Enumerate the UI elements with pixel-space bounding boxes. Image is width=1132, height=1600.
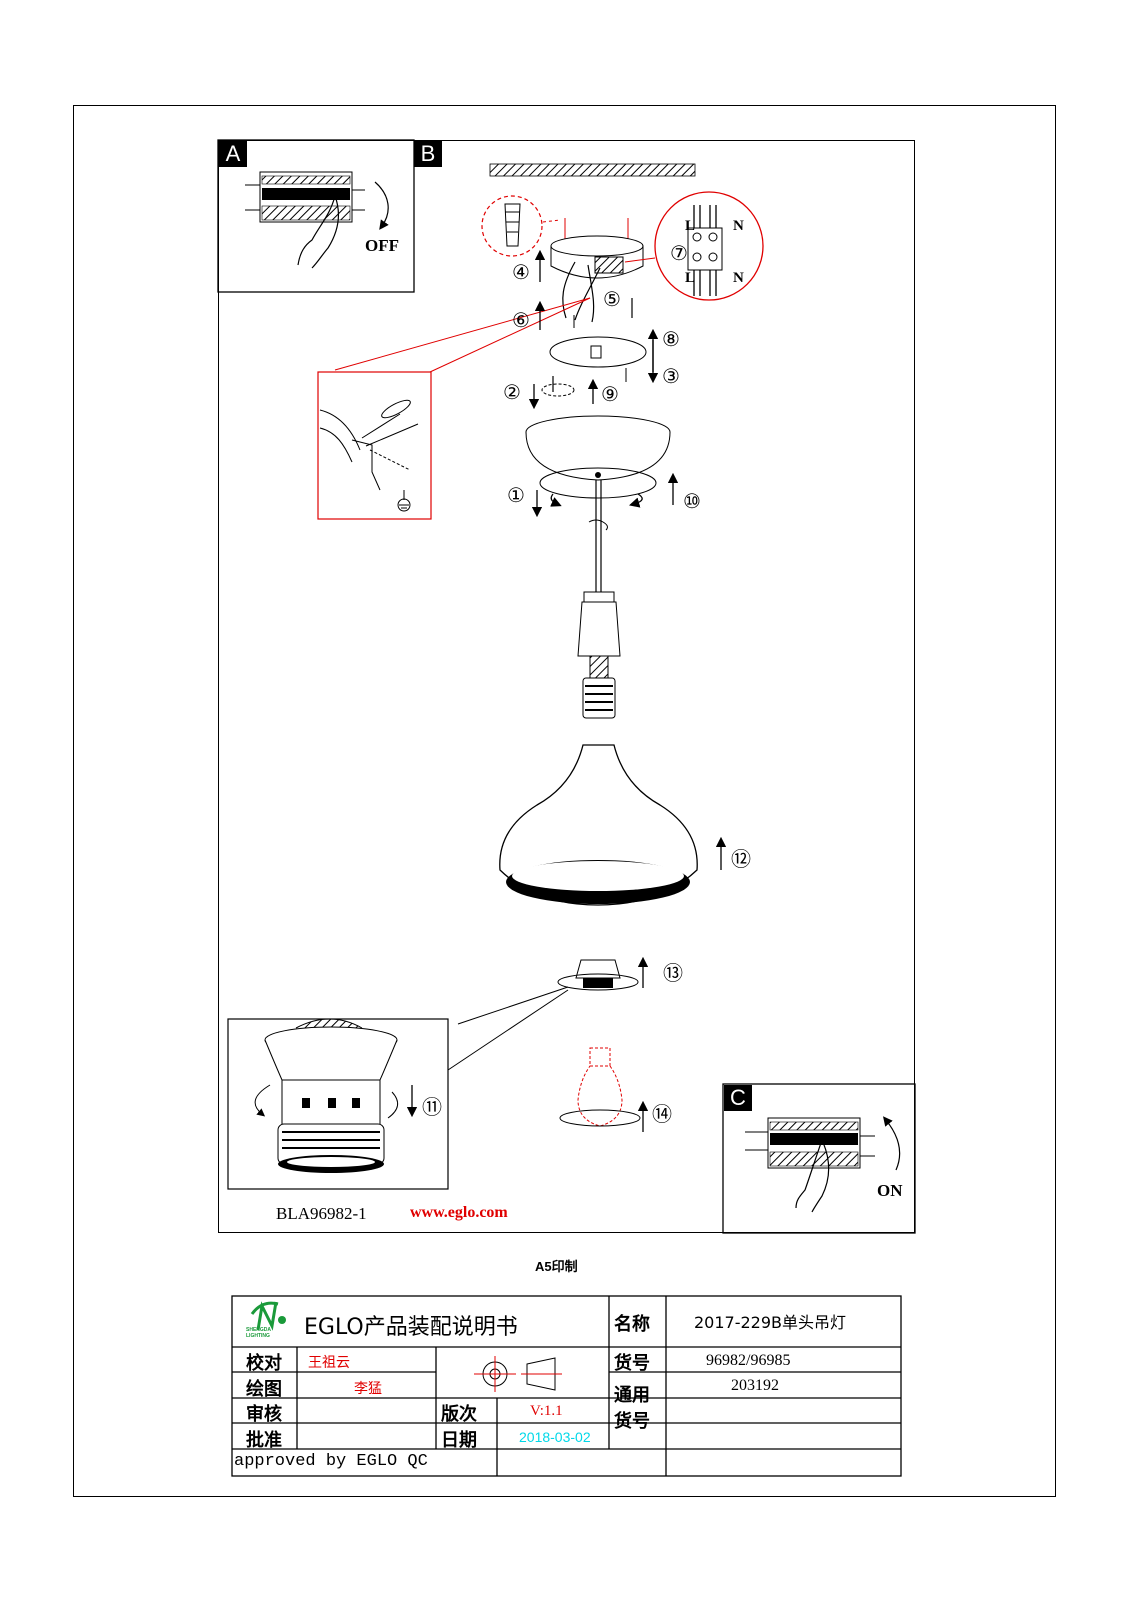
item-value: 96982/96985 [706, 1352, 791, 1369]
step-8: ⑧ [662, 327, 680, 351]
projection-symbol [474, 1356, 562, 1392]
item-label: 货号 [614, 1353, 650, 1374]
step-3: ③ [662, 364, 680, 388]
lamp-socket [582, 655, 616, 719]
wire-l-top: L [685, 218, 696, 234]
mounting-plate [549, 315, 647, 382]
step-2: ② [503, 380, 521, 404]
wall-plug-callout [481, 195, 561, 257]
breaker-off-illustration [245, 171, 389, 269]
step-arrows [406, 249, 727, 1132]
panel-b-label: B [414, 141, 442, 167]
off-label: OFF [365, 236, 399, 255]
version-label: 版次 [441, 1404, 477, 1425]
step-9: ⑨ [601, 382, 619, 406]
shade-ring [557, 959, 639, 991]
drawn-label: 绘图 [246, 1379, 282, 1400]
breaker-on-illustration [745, 1116, 901, 1213]
step-13: ⑬ [663, 961, 683, 985]
shade-ring-detail [227, 1018, 449, 1190]
ceiling-canopy [550, 235, 644, 279]
wire [587, 264, 595, 323]
panel-c [722, 1083, 916, 1234]
step-4: ④ [512, 260, 530, 284]
date-value: 2018-03-02 [519, 1429, 591, 1445]
step-1: ① [507, 483, 525, 507]
wire-n-bottom: N [733, 270, 744, 286]
approve-label: 批准 [246, 1430, 282, 1451]
cord-cover [577, 591, 621, 657]
proof-label: 校对 [246, 1353, 282, 1374]
review-label: 审核 [246, 1404, 282, 1425]
wire [574, 267, 601, 321]
step-11: ⑪ [422, 1095, 442, 1119]
common-item-label: 通用货号 [614, 1385, 650, 1432]
step-12: ⑫ [731, 847, 751, 871]
title-block-grid [231, 1295, 902, 1477]
wire [562, 261, 576, 319]
lamp-shade [499, 744, 698, 906]
on-label: ON [877, 1181, 903, 1200]
light-bulb [559, 1047, 641, 1127]
name-label: 名称 [614, 1314, 650, 1335]
panel-a-label: A [219, 141, 247, 167]
step-5: ⑤ [603, 287, 621, 311]
ceiling [489, 163, 696, 177]
wire-n-top: N [733, 218, 744, 234]
terminal-callout [624, 191, 764, 301]
drawing-code: BLA96982-1 [276, 1204, 367, 1223]
step-14: ⑭ [652, 1102, 672, 1126]
date-label: 日期 [441, 1430, 477, 1451]
wire-l-bottom: L [685, 270, 696, 286]
sheet-border [73, 105, 1056, 1497]
step-10: ⑩ [683, 489, 701, 513]
print-note: A5印制 [535, 1259, 578, 1274]
step-6: ⑥ [512, 308, 530, 332]
leader-line [457, 986, 569, 1025]
wire-strip-callout [317, 371, 432, 520]
common-item-value: 203192 [731, 1377, 779, 1394]
shengda-logo [250, 1301, 286, 1331]
leader-line [429, 297, 591, 373]
doc-title: EGLO产品装配说明书 [304, 1315, 518, 1340]
panel-c-label: C [724, 1085, 752, 1111]
drawn-value: 李猛 [354, 1381, 382, 1397]
website-link[interactable]: www.eglo.com [410, 1204, 508, 1221]
panel-a [217, 139, 415, 293]
version-value: V:1.1 [530, 1403, 563, 1419]
approved-by: approved by EGLO QC [234, 1452, 428, 1471]
drawing-frame [218, 140, 915, 1233]
leader-line [334, 297, 591, 371]
canopy-cover [525, 415, 671, 499]
leader-line [447, 989, 569, 1071]
name-value: 2017-229B单头吊灯 [694, 1313, 847, 1332]
proof-value: 王祖云 [308, 1355, 350, 1371]
step-7: ⑦ [670, 241, 688, 265]
logo-text: SHENGDA LIGHTING [246, 1327, 271, 1339]
